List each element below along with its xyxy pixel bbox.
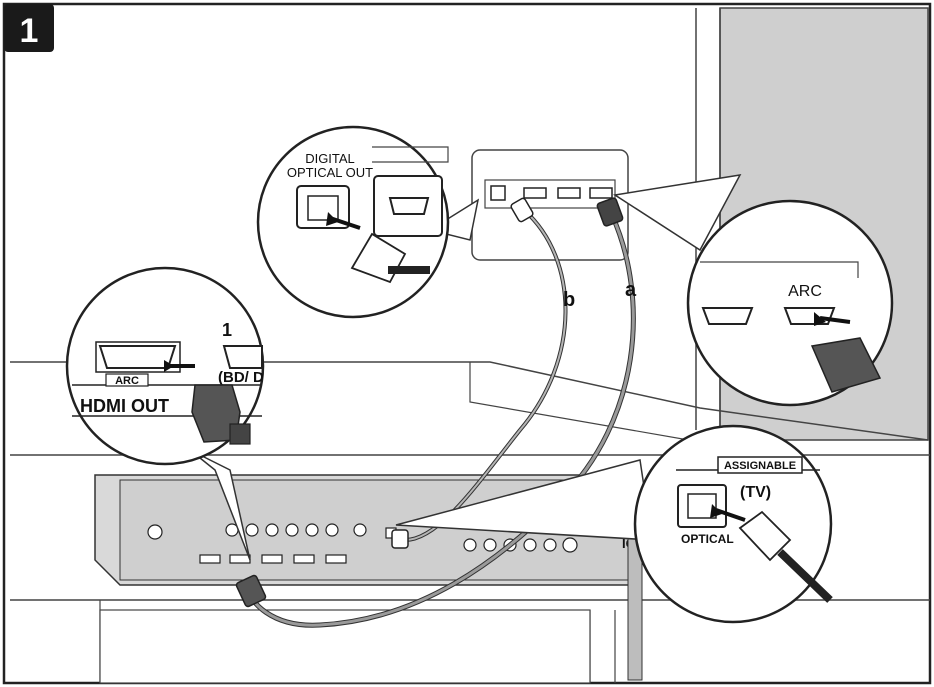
step-badge-number: 1 — [20, 12, 39, 50]
tv-optical-out-label: OPTICAL OUT — [287, 165, 373, 180]
receiver-optical-label: OPTICAL — [681, 532, 734, 546]
receiver-hdmi-in-label: (BD/ D — [218, 369, 264, 386]
receiver-arc-label: ARC — [115, 375, 139, 387]
tv-arc-label: ARC — [788, 283, 822, 300]
tv-hdmi-port-1 — [523, 187, 547, 199]
cable-label-a: a — [625, 279, 637, 301]
cable-label-b: b — [563, 289, 575, 311]
tv-hdmi-arc-port-zoom — [783, 307, 836, 325]
tv-optical-port — [490, 185, 506, 201]
tv-hdmi-port-2 — [557, 187, 581, 199]
tv-hdmi-port-3 — [589, 187, 613, 199]
receiver-tv-label: (TV) — [740, 484, 771, 501]
receiver-hdmi-in-number: 1 — [222, 320, 232, 340]
receiver-hdmi-out-label: HDMI OUT — [80, 396, 169, 416]
receiver-assignable-label: ASSIGNABLE — [724, 460, 796, 472]
callout-receiver-optical — [633, 424, 833, 624]
step-badge — [4, 4, 54, 52]
tv-digital-label: DIGITAL — [305, 151, 355, 166]
receiver-hdmi-out-port-zoom — [98, 345, 177, 369]
